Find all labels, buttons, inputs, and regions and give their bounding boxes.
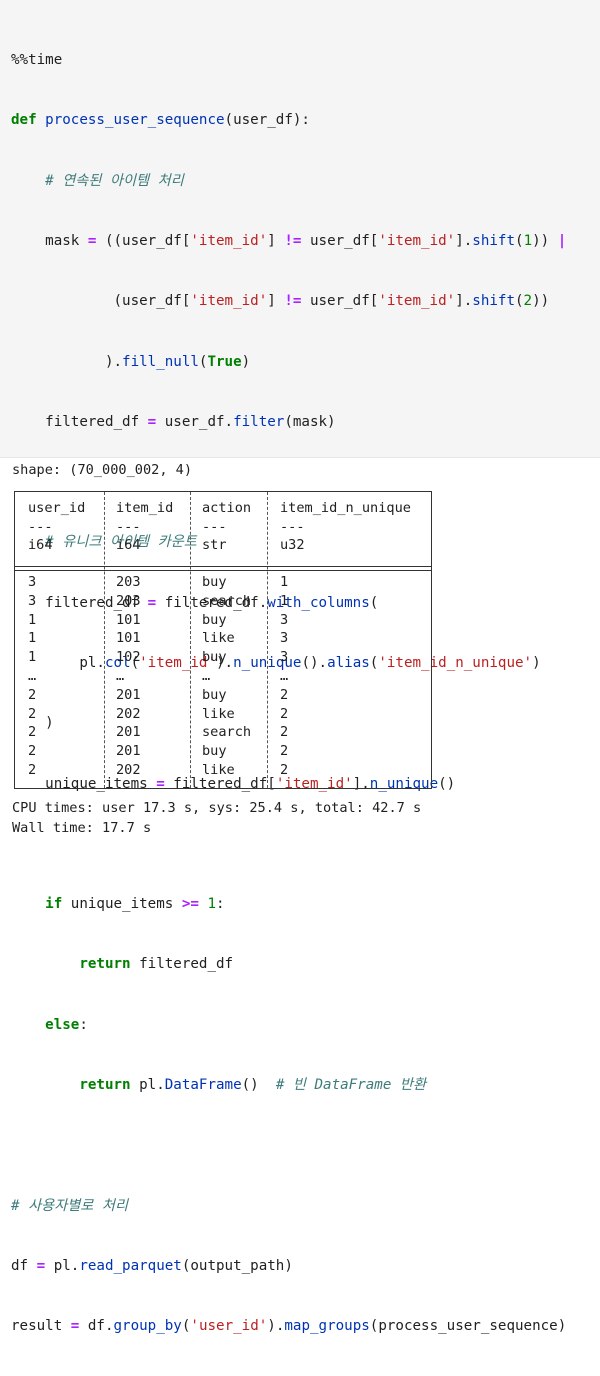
table-cell: like	[202, 762, 235, 778]
table-cell: buy	[202, 743, 227, 760]
table-cell: buy	[202, 611, 227, 628]
table-cell: 2	[28, 686, 37, 703]
table-cell: 2	[280, 724, 289, 741]
table-cell: 2	[280, 686, 289, 703]
table-cell: …	[202, 668, 211, 684]
code-comment: # 빈 DataFrame 반환	[275, 1076, 427, 1093]
header-separator	[15, 566, 431, 571]
function-name: process_user_sequence	[45, 112, 225, 129]
table-cell: 2	[28, 762, 37, 778]
code-line: %%time	[11, 50, 566, 70]
code-line: else:	[45, 1016, 88, 1033]
code-line: return pl.DataFrame() # 빈 DataFrame 반환	[79, 1076, 427, 1093]
table-cell: buy	[202, 649, 227, 666]
table-cell: 202	[116, 762, 141, 778]
column-header-dtype: i64	[28, 537, 53, 553]
code-line: ).fill_null(True)	[11, 353, 251, 370]
table-cell: 201	[116, 743, 141, 760]
column-separator	[104, 492, 105, 788]
table-cell: 203	[116, 592, 141, 609]
column-header-dashes: ---	[280, 519, 305, 535]
code-comment: # 연속된 아이템 처리	[45, 172, 184, 189]
code-line	[11, 1135, 566, 1155]
code-line: pl.col('item_id').n_unique().alias('item…	[11, 655, 541, 671]
table-cell: 201	[116, 686, 141, 703]
def-keyword: def	[11, 112, 37, 129]
code-line	[11, 834, 566, 854]
code-line: def process_user_sequence(user_df):	[11, 110, 566, 130]
code-cell[interactable]: %%time def process_user_sequence(user_df…	[0, 0, 600, 1334]
table-cell: …	[116, 668, 125, 684]
column-header-dtype: i64	[116, 537, 141, 553]
column-separator	[190, 492, 191, 788]
column-header-dashes: ---	[28, 519, 53, 535]
table-cell: search	[202, 592, 252, 609]
column-header-dtype: str	[202, 537, 227, 553]
table-cell: search	[202, 724, 252, 741]
shape-text: shape: (70_000_002, 4)	[12, 462, 193, 478]
column-header-name: item_id	[116, 500, 174, 516]
code-line: # 사용자별로 처리	[11, 1196, 566, 1216]
code-line: # 연속된 아이템 처리	[11, 171, 566, 191]
table-cell: buy	[202, 574, 227, 590]
code-line: mask = ((user_df['item_id'] != user_df['…	[11, 233, 567, 250]
table-cell: 2	[280, 705, 289, 722]
table-cell: 2	[28, 743, 37, 760]
code-comment: # 유니크 아이템 카운트	[45, 534, 197, 551]
table-cell: 2	[280, 743, 289, 760]
code-line: (user_df['item_id'] != user_df['item_id'…	[11, 293, 550, 310]
table-cell: like	[202, 630, 235, 647]
column-header-name: action	[202, 500, 252, 516]
table-cell: 1	[28, 630, 37, 647]
code-line: if unique_items >= 1:	[45, 896, 225, 913]
column-header-name: user_id	[28, 500, 86, 516]
table-cell: 3	[28, 574, 37, 590]
code-line: filtered_df = user_df.filter(mask)	[11, 413, 336, 430]
column-separator	[267, 492, 268, 788]
cpu-times-text: CPU times: user 17.3 s, sys: 25.4 s, tot…	[12, 800, 422, 816]
table-cell: 1	[28, 611, 37, 628]
table-cell: 2	[28, 724, 37, 741]
table-cell: 203	[116, 574, 141, 590]
column-header-dtype: u32	[280, 537, 305, 553]
table-cell: 2	[28, 705, 37, 722]
code-line: )	[11, 715, 54, 732]
table-cell: 3	[280, 611, 289, 628]
table-cell: 1	[280, 574, 289, 590]
code-line: unique_items = filtered_df['item_id'].n_…	[11, 775, 456, 792]
code-line: return filtered_df	[79, 956, 234, 973]
wall-time-text: Wall time: 17.7 s	[12, 820, 152, 836]
table-cell: …	[28, 668, 37, 684]
code-line: # 유니크 아이템 카운트	[11, 532, 566, 552]
table-cell: 101	[116, 611, 141, 628]
table-cell: 3	[28, 592, 37, 609]
table-cell: 202	[116, 705, 141, 722]
table-cell: …	[280, 668, 289, 684]
code-comment: # 사용자별로 처리	[11, 1197, 128, 1214]
table-cell: 3	[280, 649, 289, 666]
magic-command: %%time	[11, 52, 63, 69]
table-cell: 1	[280, 592, 289, 609]
table-cell: 1	[28, 649, 37, 666]
function-params: (user_df):	[224, 112, 310, 129]
column-header-dashes: ---	[202, 519, 227, 535]
table-cell: 102	[116, 649, 141, 666]
table-cell: buy	[202, 686, 227, 703]
table-cell: like	[202, 705, 235, 722]
code-line: result = df.group_by('user_id').map_grou…	[11, 1318, 567, 1335]
table-cell: 3	[280, 630, 289, 647]
code-line: df = pl.read_parquet(output_path)	[11, 1257, 293, 1274]
column-header-dashes: ---	[116, 519, 141, 535]
column-header-name: item_id_n_unique	[280, 500, 411, 516]
table-cell: 2	[280, 762, 289, 778]
table-cell: 201	[116, 724, 141, 741]
table-cell: 101	[116, 630, 141, 647]
dataframe-table: user_id --- i64 item_id --- i64 action --- str it…	[14, 491, 432, 789]
